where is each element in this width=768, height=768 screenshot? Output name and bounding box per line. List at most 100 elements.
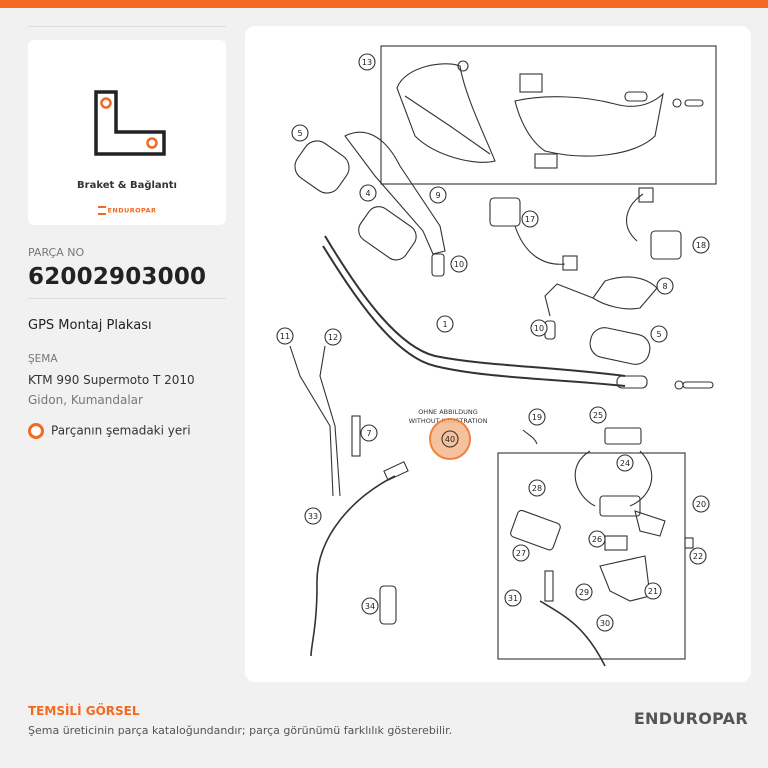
callout-number: 26 [592,535,602,544]
schema-model: KTM 990 Supermoto T 2010 [28,373,195,387]
throttle-cable-12 [319,345,341,497]
callout-number: 8 [662,282,667,291]
callout-number: 34 [365,602,375,611]
reservoir-cap [599,495,641,517]
master-cylinder-21 [599,555,651,602]
bar-end [616,375,648,389]
callout-number: 10 [534,324,544,333]
callout-number: 21 [648,587,658,596]
handguard-screw [457,60,469,72]
callout-circle [324,328,342,346]
part-number: 62002903000 [28,264,207,290]
category-card: Braket & Bağlantı ENDUROPAR [28,40,226,225]
boot-27 [510,509,561,551]
throttle-grip [358,206,417,261]
callout-number: 22 [693,552,703,561]
schema-group: Gidon, Kumandalar [28,393,143,407]
callout-circle [689,547,707,565]
brand-mark-icon [97,206,106,215]
callout-number: 27 [516,549,526,558]
callout-number: 1 [442,320,447,329]
highlight-circle[interactable] [429,418,471,460]
callout-number: 29 [579,588,589,597]
divider [28,26,226,27]
callout-circle [360,424,378,442]
callout-number: 31 [508,594,518,603]
callout-circle [530,319,548,337]
handguard-washer [672,98,682,108]
part-name: GPS Montaj Plakası [28,318,152,333]
callout-circle [528,479,546,497]
fluid-bottle-34 [379,585,397,625]
switch-18 [650,230,682,260]
handlebar [324,235,626,377]
highlight-callout-number: 40 [445,435,455,444]
screw-22 [684,537,694,549]
callout-circle [512,544,530,562]
handguard-left-shape [396,63,496,163]
handguard-bracket [519,73,543,93]
footer-brand: ENDUROPAR [633,709,748,728]
lever-30 [539,600,606,667]
legend: Parçanın şemadaki yeri [28,423,191,439]
handguard-edge [404,95,491,155]
assembly-arrow-right [629,450,653,507]
top-accent-bar [0,0,768,8]
callout-number: 9 [435,191,440,200]
callout-number: 28 [532,484,542,493]
callout-circle [361,597,379,615]
divider [28,298,226,299]
callout-number: 18 [696,241,706,250]
callout-circle [692,236,710,254]
callout-circle [616,454,634,472]
switch-18-wire [626,193,644,242]
callout-circle [429,186,447,204]
handguard-group-box [380,45,717,185]
switch-wire [514,225,566,265]
clutch-cable-33 [310,475,396,657]
mirror-right [592,276,658,310]
callout-circle [358,53,376,71]
callout-circle [528,408,546,426]
handguard-bolt [624,91,648,102]
callout-number: 20 [696,500,706,509]
mirror-left [344,131,446,255]
callout-number: 7 [366,429,371,438]
callout-circle [521,210,539,228]
callout-number: 24 [620,459,630,468]
callout-number: 19 [532,413,542,422]
callout-number: 17 [525,215,535,224]
switch-17 [489,197,521,227]
callout-circle [692,495,710,513]
callout-circle [596,614,614,632]
callout-circle [588,530,606,548]
bar-end-bolt [682,381,714,389]
category-label: Braket & Bağlantı [77,180,177,191]
callout-circle [304,507,322,525]
callout-circle [436,315,454,333]
schema-label: ŞEMA [28,353,58,365]
diagram-card: OHNE ABBILDUNG WITHOUT ILLUSTRATION 40 1… [245,26,751,682]
lever-bracket [634,510,666,537]
callout-number: 5 [656,330,661,339]
callout-circle [504,589,522,607]
hose-19 [522,429,538,445]
callout-number: 5 [297,129,302,138]
callout-number: 25 [593,411,603,420]
brand-logo: ENDUROPAR [28,206,226,215]
control-group-box [497,452,686,660]
callout-circle [276,327,294,345]
right-grip [589,327,651,365]
left-grip [294,140,350,194]
cover-25 [604,427,642,445]
highlight-marker-icon [28,423,44,439]
callout-circle [644,582,662,600]
callout-number: 30 [600,619,610,628]
callout-circle [589,406,607,424]
note-line-1: OHNE ABBILDUNG [418,408,478,416]
l-bracket-icon [94,90,166,156]
bar-end-washer [674,380,684,390]
handguard-right-shape [514,92,664,157]
callout-circle [656,277,674,295]
